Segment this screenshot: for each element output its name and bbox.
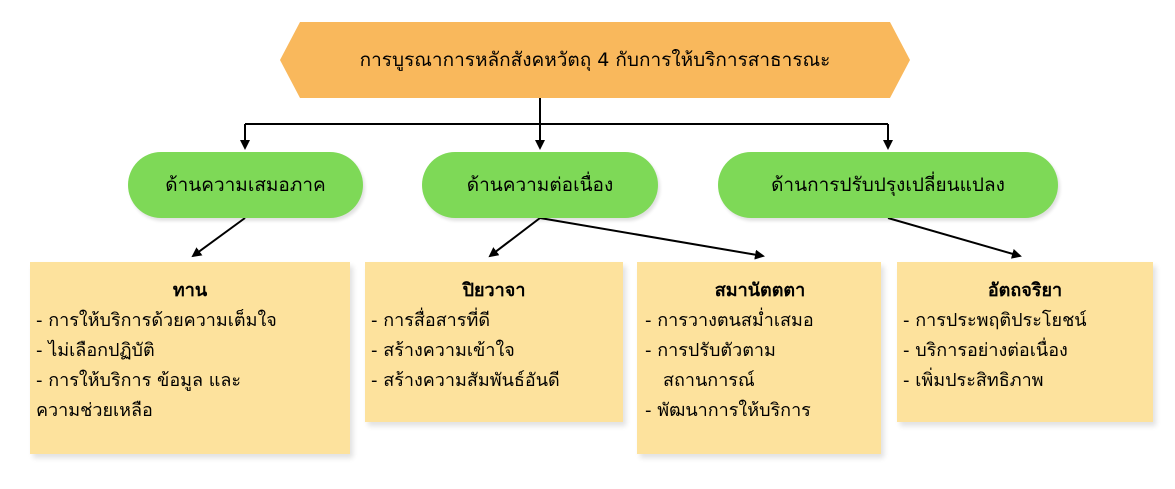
card-samanattata: สมานัตตตา - การวางตนสม่ำเสมอ - การปรับตั… xyxy=(637,262,881,454)
card-item: - การสื่อสารที่ดี xyxy=(371,310,491,331)
card-item: ความช่วยเหลือ xyxy=(36,400,153,421)
card-title: อัตถจริยา xyxy=(987,280,1063,301)
card-item: - การประพฤติประโยชน์ xyxy=(903,310,1087,331)
card-item: - เพิ่มประสิทธิภาพ xyxy=(903,370,1044,391)
card-piyavaja: ปิยวาจา - การสื่อสารที่ดี - สร้างความเข้… xyxy=(365,262,623,422)
card-dana: ทาน - การให้บริการด้วยความเต็มใจ - ไม่เล… xyxy=(30,262,350,454)
card-item: - สร้างความสัมพันธ์อันดี xyxy=(371,370,560,391)
card-item: - ไม่เลือกปฏิบัติ xyxy=(36,340,155,361)
card-item: - บริการอย่างต่อเนื่อง xyxy=(903,340,1068,361)
arrow-to-card-2 xyxy=(488,217,541,258)
aspect-equality: ด้านความเสมอภาค xyxy=(128,152,363,218)
card-item: - การปรับตัวตาม xyxy=(645,340,776,361)
card-title: สมานัตตตา xyxy=(714,280,806,301)
card-item: - พัฒนาการให้บริการ xyxy=(645,400,811,421)
card-item: - การวางตนสม่ำเสมอ xyxy=(645,310,814,331)
card-atthacariya: อัตถจริยา - การประพฤติประโยชน์ - บริการอ… xyxy=(897,262,1153,422)
aspect-improvement: ด้านการปรับปรุงเปลี่ยนแปลง xyxy=(718,152,1058,218)
aspect-label: ด้านความต่อเนื่อง xyxy=(466,174,614,196)
card-item: สถานการณ์ xyxy=(663,370,755,391)
card-item: - สร้างความเข้าใจ xyxy=(371,340,515,361)
arrow-to-card-4 xyxy=(887,217,1022,259)
card-title: ทาน xyxy=(172,280,208,301)
card-item: - การให้บริการ ข้อมูล และ xyxy=(36,370,242,391)
root-title: การบูรณาการหลักสังคหวัตถุ 4 กับการให้บริ… xyxy=(359,49,831,71)
aspect-label: ด้านความเสมอภาค xyxy=(165,174,326,196)
card-title: ปิยวาจา xyxy=(462,280,526,301)
aspect-label: ด้านการปรับปรุงเปลี่ยนแปลง xyxy=(771,174,1005,196)
aspect-continuity: ด้านความต่อเนื่อง xyxy=(422,152,658,218)
arrow-to-card-3 xyxy=(539,217,765,260)
arrow-to-card-1 xyxy=(191,217,246,258)
card-item: - การให้บริการด้วยความเต็มใจ xyxy=(36,310,277,331)
root-node: การบูรณาการหลักสังคหวัตถุ 4 กับการให้บริ… xyxy=(280,22,910,98)
